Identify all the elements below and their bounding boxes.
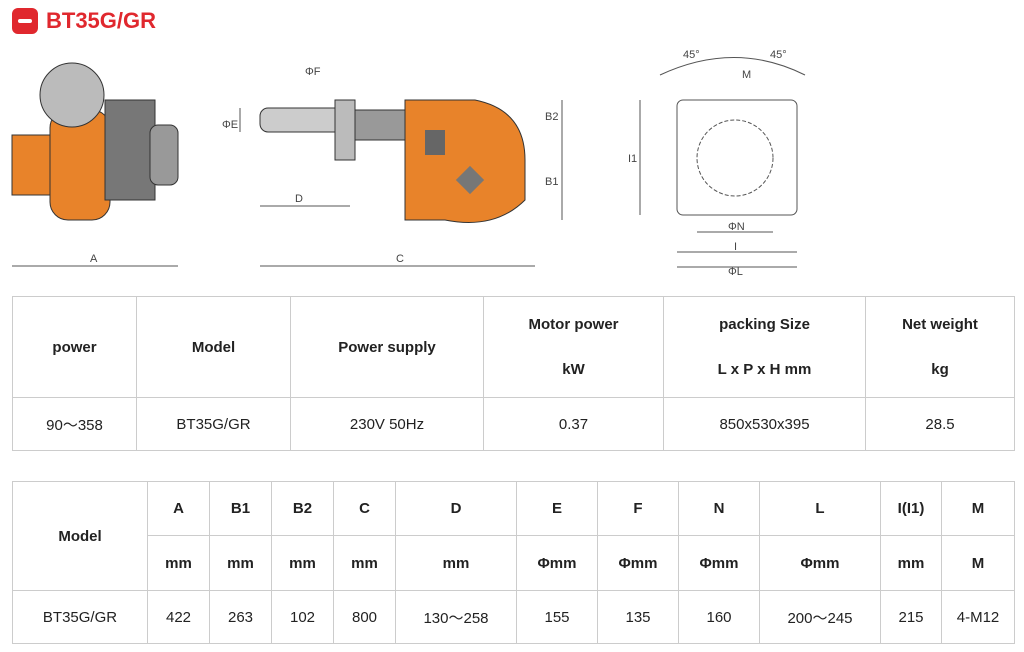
- header-dim: F: [597, 481, 679, 536]
- header-dim: I(I1): [880, 481, 942, 536]
- header-power: power: [12, 296, 137, 398]
- header-model: Model: [12, 481, 148, 591]
- svg-text:I1: I1: [628, 153, 637, 165]
- cell: 422: [147, 590, 210, 644]
- header-dim: L: [759, 481, 881, 536]
- svg-text:ΦN: ΦN: [728, 221, 745, 233]
- table-row: 90～358 BT35G/GR 230V 50Hz 0.37 850x530x3…: [12, 397, 1015, 451]
- burner-side-view: A C D ΦE ΦF B2 B1 45° 45° M I1 ΦN I ΦL: [11, 49, 806, 278]
- cell: 215: [880, 590, 942, 644]
- header-dim: N: [678, 481, 760, 536]
- collapse-icon[interactable]: [12, 8, 38, 34]
- cell: 800: [333, 590, 396, 644]
- cell: 102: [271, 590, 334, 644]
- product-title: BT35G/GR: [12, 8, 156, 34]
- header-dim: A: [147, 481, 210, 536]
- header-dim: D: [395, 481, 517, 536]
- product-title-text: BT35G/GR: [46, 8, 157, 33]
- svg-text:ΦL: ΦL: [728, 266, 743, 278]
- svg-text:45°: 45°: [683, 49, 700, 61]
- svg-text:45°: 45°: [770, 49, 787, 61]
- svg-text:D: D: [295, 193, 303, 205]
- svg-text:B1: B1: [545, 176, 558, 188]
- svg-text:A: A: [90, 253, 98, 265]
- cell: 160: [678, 590, 760, 644]
- cell: 230V 50Hz: [290, 397, 484, 451]
- cell: 263: [209, 590, 272, 644]
- cell: 200～245: [759, 590, 881, 644]
- unit-cell: mm: [147, 535, 210, 591]
- header-dim: E: [516, 481, 598, 536]
- header-dim: B1: [209, 481, 272, 536]
- svg-text:M: M: [742, 69, 751, 81]
- unit-cell: Φmm: [678, 535, 760, 591]
- svg-text:C: C: [396, 253, 404, 265]
- svg-text:B2: B2: [545, 111, 558, 123]
- unit-cell: mm: [395, 535, 517, 591]
- unit-cell: Φmm: [516, 535, 598, 591]
- cell: 28.5: [865, 397, 1015, 451]
- burner-front-drawing: A: [11, 62, 179, 267]
- cell: 850x530x395: [663, 397, 866, 451]
- unit-cell: mm: [271, 535, 334, 591]
- cell: BT35G/GR: [136, 397, 291, 451]
- unit-cell: Φmm: [759, 535, 881, 591]
- cell: 90～358: [12, 397, 137, 451]
- header-power-supply: Power supply: [290, 296, 484, 398]
- cell: 0.37: [483, 397, 664, 451]
- flange-drawing: [639, 57, 806, 268]
- svg-text:ΦE: ΦE: [222, 119, 238, 131]
- cell: 130～258: [395, 590, 517, 644]
- cell: BT35G/GR: [12, 590, 148, 644]
- header-dim: C: [333, 481, 396, 536]
- unit-cell: mm: [209, 535, 272, 591]
- header-dim: B2: [271, 481, 334, 536]
- cell: 135: [597, 590, 679, 644]
- svg-text:I: I: [734, 241, 737, 253]
- cell: 155: [516, 590, 598, 644]
- unit-cell: M: [941, 535, 1015, 591]
- header-dim: M: [941, 481, 1015, 536]
- unit-cell: mm: [880, 535, 942, 591]
- svg-text:ΦF: ΦF: [305, 66, 321, 78]
- cell: 4-M12: [941, 590, 1015, 644]
- unit-cell: mm: [333, 535, 396, 591]
- unit-cell: Φmm: [597, 535, 679, 591]
- burner-side-drawing: C D ΦE ΦF B2 B1: [222, 66, 563, 267]
- header-model: Model: [136, 296, 291, 398]
